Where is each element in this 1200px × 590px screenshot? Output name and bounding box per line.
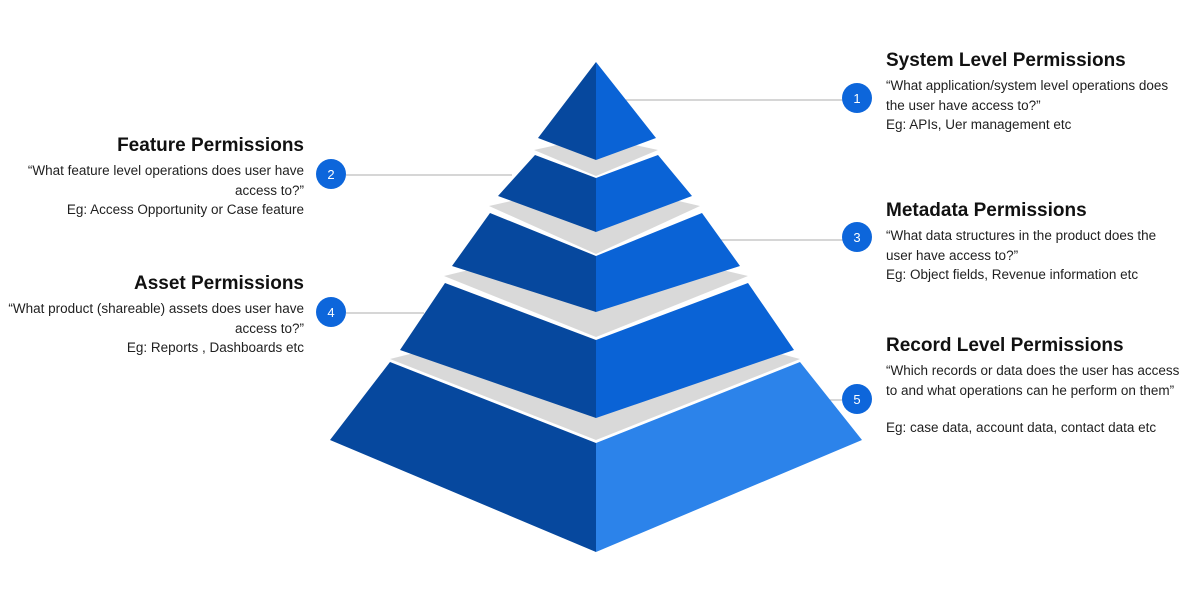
level-1-description-block: System Level Permissions “What applicati… [886, 49, 1186, 135]
badge-2-number: 2 [327, 167, 334, 182]
badge-2: 2 [316, 159, 346, 189]
level-4-title: Asset Permissions [133, 273, 304, 294]
level-2-question: “What feature level operations does user… [27, 163, 304, 198]
level-3-question: “What data structures in the product doe… [886, 228, 1157, 263]
level-1-title: System Level Permissions [886, 50, 1126, 71]
badge-4-number: 4 [327, 305, 334, 320]
level-2-description-block: Feature Permissions “What feature level … [10, 134, 304, 220]
badge-1-number: 1 [853, 91, 860, 106]
level-3-example: Eg: Object fields, Revenue information e… [886, 267, 1139, 282]
level-3-title: Metadata Permissions [886, 200, 1087, 221]
badge-3: 3 [842, 222, 872, 252]
pyramid-tier-5 [330, 362, 862, 552]
pyramid-tier-3 [452, 213, 740, 312]
badge-5-number: 5 [853, 392, 860, 407]
level-5-description-block: Record Level Permissions “Which records … [886, 334, 1186, 438]
pyramid-tier-4 [400, 283, 794, 418]
level-4-description-block: Asset Permissions “What product (shareab… [6, 272, 304, 358]
level-3-description-block: Metadata Permissions “What data structur… [886, 199, 1176, 285]
level-1-question: “What application/system level operation… [886, 78, 1169, 113]
level-4-example: Eg: Reports , Dashboards etc [126, 340, 304, 355]
pyramid-tier-1 [538, 62, 656, 160]
badge-4: 4 [316, 297, 346, 327]
level-4-question: “What product (shareable) assets does us… [8, 301, 304, 336]
level-5-question: “Which records or data does the user has… [886, 363, 1180, 398]
pyramid-band-1 [534, 143, 658, 176]
badge-3-number: 3 [853, 230, 860, 245]
level-5-title: Record Level Permissions [886, 335, 1124, 356]
level-5-example: Eg: case data, account data, contact dat… [886, 420, 1157, 435]
pyramid-tier-2 [498, 155, 692, 232]
level-2-title: Feature Permissions [117, 135, 304, 156]
badge-5: 5 [842, 384, 872, 414]
badge-1: 1 [842, 83, 872, 113]
level-1-example: Eg: APIs, Uer management etc [886, 117, 1072, 132]
level-2-example: Eg: Access Opportunity or Case feature [66, 202, 304, 217]
